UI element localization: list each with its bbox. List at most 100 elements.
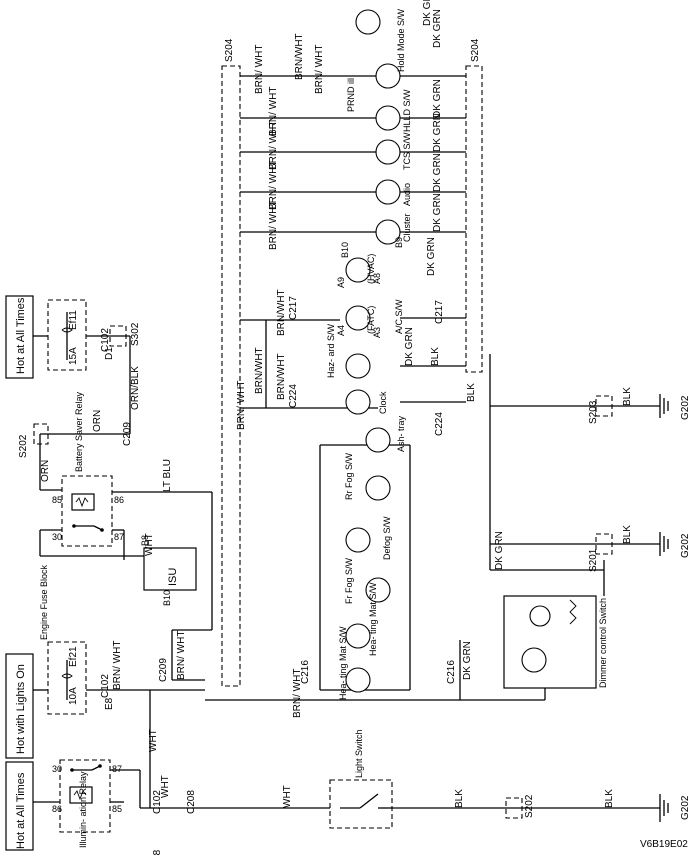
label-heating-mat-l: Hea- ting Mat S/W [338,626,348,700]
lamp-hold-mode [375,63,401,89]
label-heating-mat-r: Hea- ting Mat S/W [368,582,378,656]
battery-saver-relay: 85 30 86 87 Battery Saver Relay [52,391,124,547]
lamps [345,9,401,693]
label-s204-left: S204 [224,38,235,62]
wire-blk-2: BLK [604,789,615,808]
wire-dk-grn-5: DK GRN [432,113,443,152]
label-prnd: PRND ill [346,78,356,112]
splice-s201 [595,533,613,555]
label-c102-a: C102 [100,674,111,698]
relay-pin-85: 85 [112,804,122,814]
wire-dk-grn-7: DK GRN [432,193,443,232]
wire-brn-wht-10: BRN/ WHT [314,45,325,94]
engine-fuse-block-label: Engine Fuse Block [39,564,49,640]
lamp-rr-fog [365,475,391,501]
wire-dk-grn-4: DK GRN [432,79,443,118]
bsr-pin-86: 86 [114,495,124,505]
label-s201: S201 [588,548,599,572]
wire-blk-3: BLK [622,387,633,406]
lamp-cluster [375,219,401,245]
wire-brn-wht-7: BRN/ WHT [268,121,279,170]
source-label-2: Hot with Lights On [15,664,27,754]
fuse-ef11-amp: 15A [68,347,79,365]
wire-orn-1: ORN [40,460,51,482]
lamp-fr-fog [365,577,391,603]
splice-s202-bottom [505,797,523,819]
label-c209-b: C209 [122,422,133,446]
bsr-pin-30: 30 [52,532,62,542]
bsr-pin-85: 85 [52,495,62,505]
splice-s204-right [465,65,483,373]
label-s202-bottom: S202 [524,794,535,818]
label-c217-b: C217 [434,300,445,324]
wire-dk-grn-3: DK GRN [432,9,443,48]
splice-s202-top [33,423,49,445]
label-c224-a: C224 [288,384,299,408]
wire-brn-wht-12: BRN/WHT [276,289,287,336]
label-c224-b: C224 [434,412,445,436]
wire-blk-1: BLK [454,789,465,808]
wire-brn-wht-4: BRN/ WHT [236,381,247,430]
label-cluster: Cluster [402,213,412,242]
wire-dk-grn-1: DK GRN [462,641,473,680]
source-label-1: Hot at All Times [15,772,27,849]
label-audio: Audio [402,183,412,206]
wire-wht-2: WHT [148,729,159,752]
lamp-hazard [345,353,371,379]
label-c209-a: C209 [158,658,169,682]
splice-s203 [595,395,613,417]
wire-brn-wht-3: BRN/ WHT [292,669,303,718]
lamp-prnd [355,9,381,35]
fuse-ef11-id: Ef11 [68,310,79,330]
label-hazard: Haz- ard S/W [326,323,336,378]
label-pin-e8: E8 [104,697,115,710]
labels: S201 S203 S202 S202 S302 S204 S204 C102 … [18,0,633,855]
wire-blk-4: BLK [622,525,633,544]
isu-module: ISU B8 B10 [140,535,197,606]
wires-right [205,354,661,822]
fuse-ef11: 15A Ef11 [33,299,87,371]
illumination-relay-label: Illumin- ation Relay [78,771,88,848]
label-hvac: (HVAC) [366,254,376,284]
fuse-ef21: 10A Ef21 Engine Fuse Block [33,564,87,715]
ground-g202-2: G202 [680,533,691,558]
lamp-fatc [345,305,371,331]
wire-blk-5: BLK [466,383,477,402]
label-fatc: (FATC) [366,306,376,334]
wire-lt-blu: LT BLU [162,459,173,492]
wire-dk-grn-8: DK GRN [426,237,437,276]
isu-pin-b10: B10 [162,590,172,606]
label-s203: S203 [588,400,599,424]
fuse-ef21-amp: 10A [68,687,79,705]
label-pin-d1: D1 [104,347,115,360]
label-c217-a: C217 [288,296,299,320]
label-c102-c: C102 [152,790,163,814]
wire-brn-wht-5: BRN/ WHT [254,45,265,94]
dimmer-label: Dimmer control Switch [598,598,608,688]
label-c216-a: C216 [300,660,311,684]
label-s204-right: S204 [470,38,481,62]
wire-brn-wht-14: BRN/WHT [276,353,287,400]
wire-brn-wht-1: BRN/ WHT [112,641,123,690]
ground-g202-1: G202 [680,395,691,420]
light-switch: Light Switch [329,729,393,829]
wire-wht-1: WHT [160,775,171,798]
wire-dk-grn-10: DK GRN [422,0,433,26]
label-pin-a9: A9 [336,277,346,288]
relay-pin-30: 30 [52,764,62,774]
label-pin-b10: B10 [340,242,350,258]
label-ash-tray: Ash- tray [396,415,406,452]
label-c208: C208 [186,790,197,814]
label-pin-a4: A4 [336,325,346,336]
lamp-hlld [375,105,401,131]
wire-dk-grn-6: DK GRN [432,153,443,192]
battery-saver-relay-label: Battery Saver Relay [74,391,84,472]
ground-g202-3: G202 [680,795,691,820]
wire-brn-wht-13: BRN/WHT [254,347,265,394]
splice-s302 [109,325,127,347]
source-box-hot-with-lights-on: Hot with Lights On [5,653,34,759]
wire-brn-wht-6: BRN/ WHT [268,87,279,136]
lamp-tcs [375,139,401,165]
lamp-ashtray [365,427,391,453]
